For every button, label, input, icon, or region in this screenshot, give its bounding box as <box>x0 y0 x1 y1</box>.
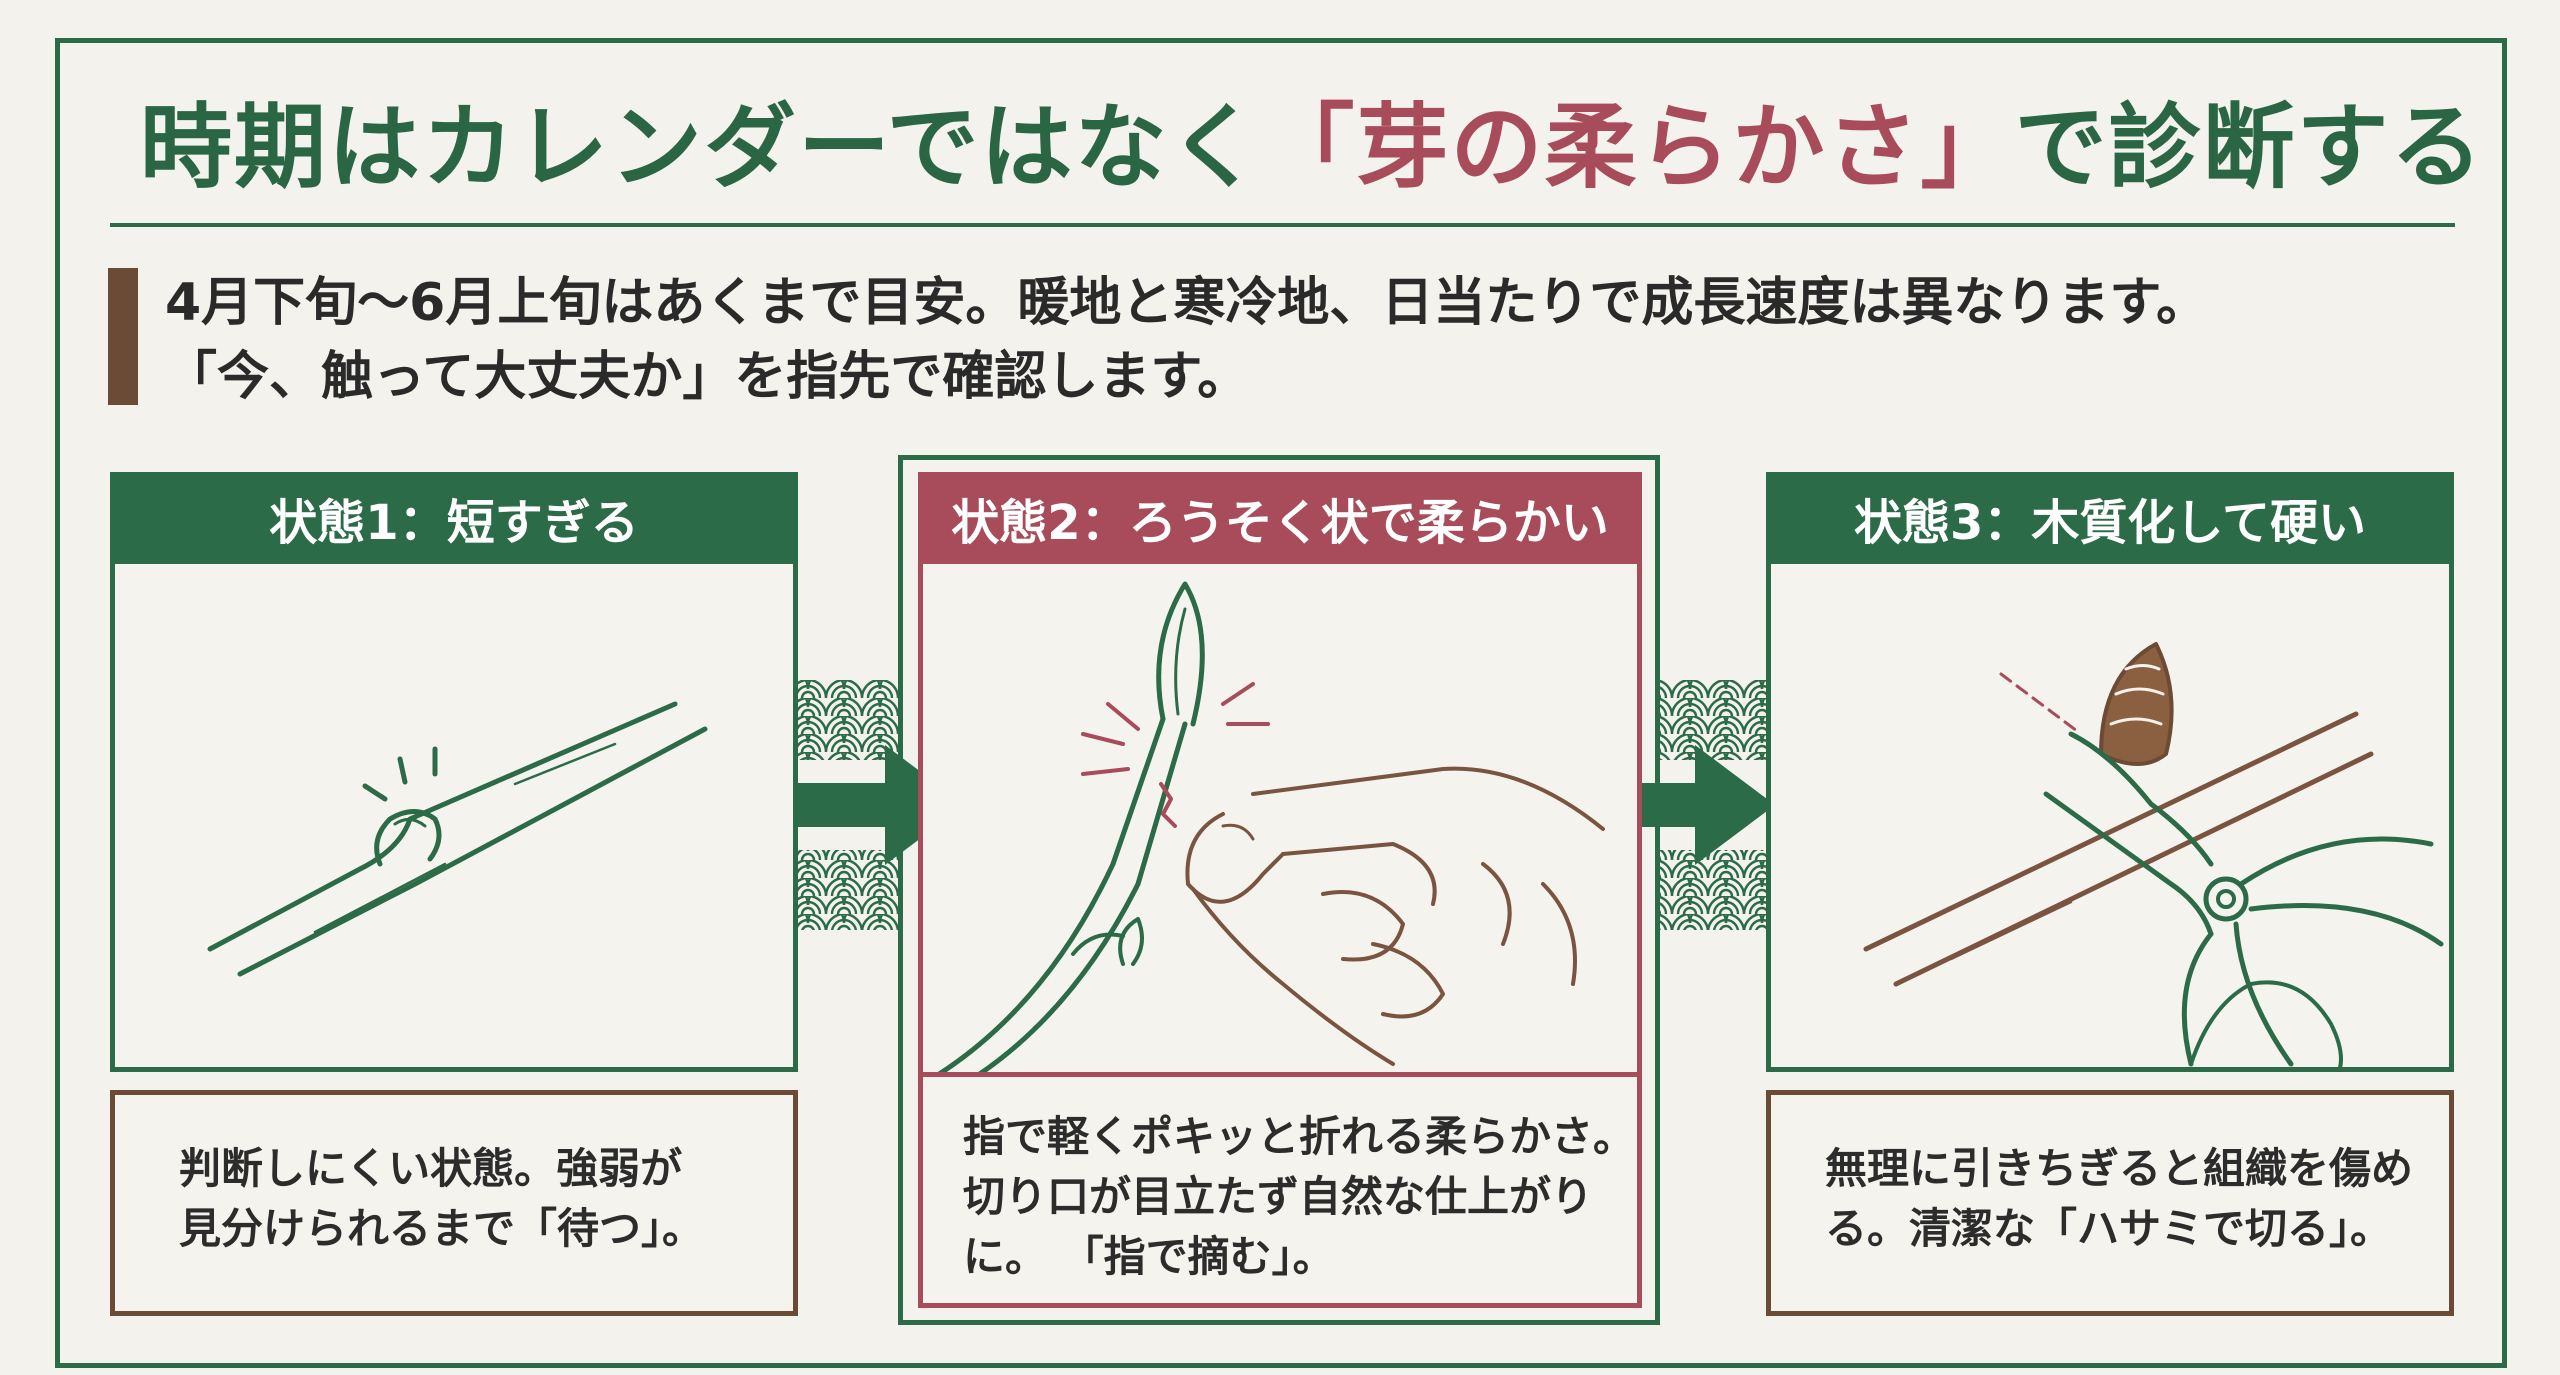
state-3-illustration <box>1766 564 2454 1072</box>
caption-line: 無理に引きちぎると組織を傷め <box>1825 1144 2414 1193</box>
state-2-illustration <box>918 564 1642 1164</box>
state-1-caption: 判断しにくい状態。強弱が 見分けられるまで「待つ」。 <box>110 1090 798 1316</box>
fingers-pinch-candle-bud-icon <box>937 581 1605 1072</box>
caption-line: る。清潔な「ハサミで切る」。 <box>1825 1204 2393 1253</box>
seigaiha-wave-pattern <box>790 680 900 930</box>
state-1-panel: 状態1：短すぎる <box>110 472 798 1072</box>
state-1-header: 状態1：短すぎる <box>110 472 798 564</box>
state-2-header: 状態2：ろうそく状で柔らかい <box>918 472 1642 564</box>
lead-text: 4月下旬〜6月上旬はあくまで目安。暖地と寒冷地、日当たりで成長速度は異なります。… <box>165 266 2415 414</box>
title-divider <box>110 223 2455 227</box>
state-2-panel: 状態2：ろうそく状で柔らかい <box>918 472 1642 1164</box>
state-2-highlight-frame <box>898 455 1660 1325</box>
title-accent: 「芽の柔らかさ」 <box>1262 94 2015 201</box>
state-3-panel: 状態3：木質化して硬い <box>1766 472 2454 1072</box>
title-part-2: で診断する <box>2014 94 2485 201</box>
seigaiha-wave-pattern <box>1660 680 1780 930</box>
page-title: 時期はカレンダーではなく「芽の柔らかさ」で診断する <box>140 88 2483 208</box>
connector-1 <box>790 680 965 930</box>
title-part-1: 時期はカレンダーではなく <box>140 94 1263 201</box>
lead-line-1: 4月下旬〜6月上旬はあくまで目安。暖地と寒冷地、日当たりで成長速度は異なります。 <box>165 273 2209 333</box>
outer-frame <box>55 38 2507 1368</box>
caption-line: に。 「指で摘む」。 <box>963 1232 1335 1281</box>
state-2-caption: 指で軽くポキッと折れる柔らかさ。 切り口が目立たず自然な仕上がり に。 「指で摘… <box>918 1072 1642 1308</box>
branch-short-bud-icon <box>207 701 708 977</box>
scissors-cutting-woody-bud-icon <box>1863 642 2444 1067</box>
state-1-illustration <box>110 564 798 1072</box>
caption-line: 判断しにくい状態。強弱が <box>179 1144 683 1193</box>
caption-line: 切り口が目立たず自然な仕上がり <box>963 1172 1594 1221</box>
lead-line-2: 「今、触って大丈夫か」を指先で確認します。 <box>165 347 1250 407</box>
state-3-caption: 無理に引きちぎると組織を傷め る。清潔な「ハサミで切る」。 <box>1766 1090 2454 1316</box>
caption-line: 見分けられるまで「待つ」。 <box>179 1204 705 1253</box>
caption-line: 指で軽くポキッと折れる柔らかさ。 <box>963 1112 1636 1161</box>
state-3-header: 状態3：木質化して硬い <box>1766 472 2454 564</box>
lead-accent-bar <box>108 268 138 405</box>
